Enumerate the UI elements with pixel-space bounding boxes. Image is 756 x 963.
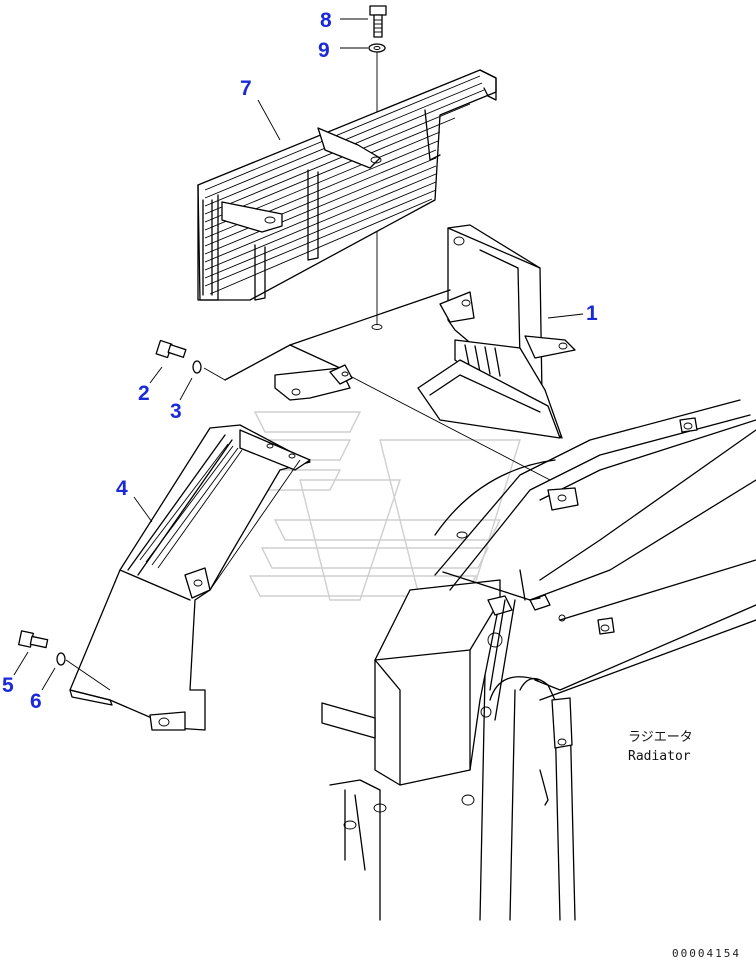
leader-lines <box>13 18 584 691</box>
radiator-assembly <box>321 399 756 921</box>
callout-labels: 8 9 7 1 2 3 4 5 6 <box>2 9 598 713</box>
bolt-part-2 <box>155 339 187 359</box>
callout-4: 4 <box>116 477 128 500</box>
side-cover-slots <box>139 443 243 569</box>
callout-7: 7 <box>240 77 252 100</box>
duct-cover-part-1 <box>224 224 576 481</box>
callout-8: 8 <box>320 9 332 32</box>
washer-part-6 <box>56 652 66 666</box>
side-cover-part-4 <box>69 424 311 731</box>
bolt-part-8 <box>369 5 387 38</box>
washer-part-9 <box>368 43 386 53</box>
bolt-part-5 <box>18 630 49 649</box>
louver-cover-part-7 <box>197 69 497 301</box>
callout-1: 1 <box>586 302 598 325</box>
callout-2: 2 <box>138 382 150 405</box>
callout-5: 5 <box>2 674 14 697</box>
radiator-label-jp: ラジエータ <box>628 730 693 745</box>
bolt-hole <box>371 324 383 330</box>
callout-3: 3 <box>170 400 182 423</box>
callout-9: 9 <box>318 39 330 62</box>
louver-fins <box>204 75 485 295</box>
part-2-axis <box>203 367 226 381</box>
part-5-axis <box>65 659 111 691</box>
callout-6: 6 <box>30 690 42 713</box>
radiator-label-en: Radiator <box>628 749 691 764</box>
reference-number: 00004154 <box>672 947 741 960</box>
washer-part-3 <box>192 360 202 374</box>
